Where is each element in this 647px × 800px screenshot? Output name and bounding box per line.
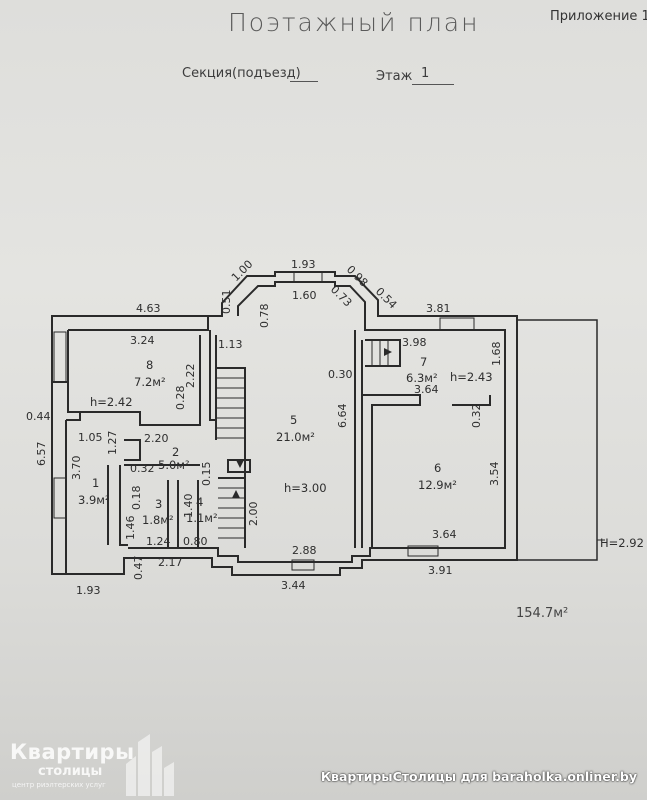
room-area: 3.9м² [78, 493, 110, 507]
dim-label: 3.64 [432, 528, 457, 541]
room-number: 2 [172, 445, 179, 459]
ceiling-height: h=2.43 [450, 370, 493, 384]
dim-label: 0.80 [183, 535, 208, 548]
dim-label: 4.63 [136, 302, 161, 315]
dim-label: 1.24 [146, 535, 171, 548]
room-8-wall [66, 382, 81, 421]
dim-label: 6.57 [35, 442, 48, 467]
dim-label: 0.30 [328, 368, 353, 381]
room-area: 6.3м² [406, 371, 438, 385]
dim-label: 2.00 [247, 502, 260, 527]
dim-label: 0.51 [220, 290, 233, 315]
dim-label: 0.15 [200, 462, 213, 487]
dim-label: 1.40 [182, 494, 195, 519]
building-logo-icon [126, 734, 174, 796]
room-number: 7 [420, 355, 427, 369]
floor-value: 1 [421, 66, 430, 81]
dim-label: 2.17 [158, 556, 183, 569]
floor-label: Этаж [376, 69, 413, 84]
staircase [215, 367, 246, 548]
dim-label: 1.46 [124, 516, 137, 541]
watermark-subtitle: столицы [38, 764, 103, 779]
window [407, 545, 439, 557]
room-number: 3 [155, 497, 162, 511]
room-area: 1.1м² [186, 511, 218, 525]
section-label: Секция(подъезд) [182, 66, 301, 81]
dim-label: 0.32 [130, 462, 155, 475]
dim-label: 1.93 [291, 258, 316, 271]
dim-label: 2.88 [292, 544, 317, 557]
room-area: 5.0м² [158, 458, 190, 472]
window [53, 331, 67, 383]
window [291, 559, 315, 571]
room-number: 5 [290, 413, 297, 427]
dim-label: 3.91 [428, 564, 453, 577]
dim-label: 3.64 [414, 383, 439, 396]
room-number: 1 [92, 476, 99, 490]
annex-outline [517, 319, 598, 561]
dim-label: 6.64 [336, 404, 349, 429]
dim-label: 1.93 [76, 584, 101, 597]
room-area: 21.0м² [276, 430, 315, 444]
dim-label: 1.05 [78, 431, 103, 444]
ceiling-height: H=2.92 [600, 536, 644, 550]
dim-label: 3.81 [426, 302, 451, 315]
appendix-label: Приложение 1 [550, 9, 647, 24]
floor-underline [412, 84, 454, 85]
dim-label: 0.32 [470, 404, 483, 429]
inner-outer-wall [68, 281, 506, 563]
room-area: 12.9м² [418, 478, 457, 492]
dim-label: 3.24 [130, 334, 155, 347]
window [53, 477, 67, 519]
partition-wall [354, 330, 363, 548]
window [439, 317, 475, 331]
dim-label: 0.78 [258, 304, 271, 329]
room-number: 4 [196, 495, 203, 509]
dim-label: 3.70 [70, 456, 83, 481]
dim-label: 0.47 [132, 556, 145, 581]
total-area: 154.7м² [516, 606, 569, 621]
ceiling-height: h=2.42 [90, 395, 133, 409]
room-number: 6 [434, 461, 441, 475]
dim-label: 0.18 [130, 486, 143, 511]
dim-label: 0.28 [174, 386, 187, 411]
footer-caption: КвартирыСтолицы для baraholka.onliner.by [320, 769, 637, 784]
room-area: 1.8м² [142, 513, 174, 527]
watermark-tagline: центр риэлтерских услуг [12, 781, 106, 789]
dim-label: 2.22 [184, 364, 197, 389]
page-title: Поэтажный план [228, 8, 480, 37]
dim-label: 3.98 [402, 336, 427, 349]
dim-label: 1.13 [218, 338, 243, 351]
dim-label: 2.20 [144, 432, 169, 445]
room-number: 8 [146, 358, 153, 372]
dim-label: 0.44 [26, 410, 51, 423]
dim-label: 3.44 [281, 579, 306, 592]
room-area: 7.2м² [134, 375, 166, 389]
dim-label: 1.27 [106, 431, 119, 456]
dim-label: 1.60 [292, 289, 317, 302]
dim-label: 1.68 [490, 342, 503, 367]
window [293, 271, 323, 283]
watermark-title: Квартиры [10, 740, 135, 764]
ceiling-height: h=3.00 [284, 481, 327, 495]
dim-label: 3.54 [488, 462, 501, 487]
section-underline [290, 81, 318, 82]
